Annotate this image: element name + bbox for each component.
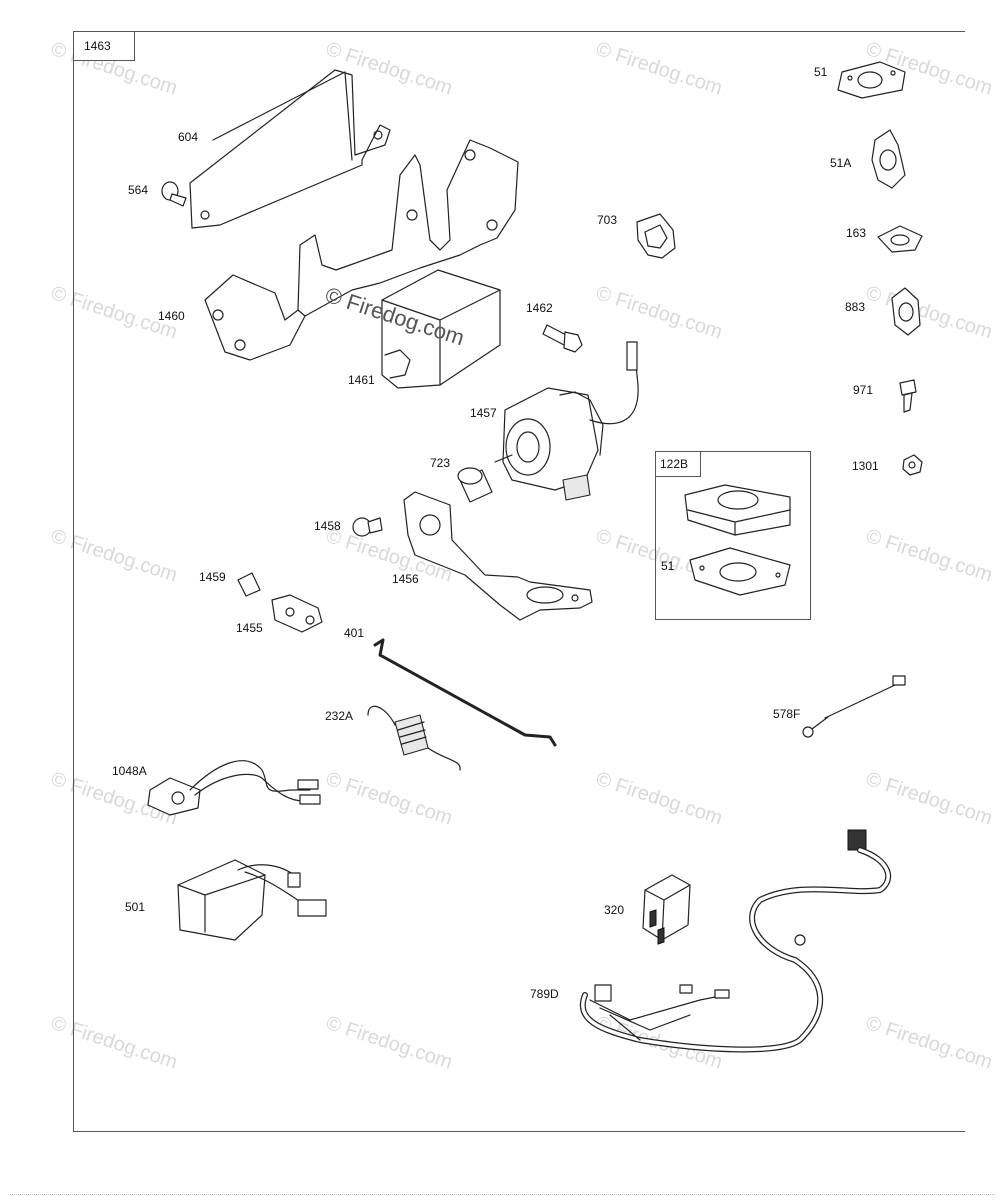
part-51-inset-gasket-icon [689, 547, 791, 596]
part-label: 703 [597, 213, 618, 227]
frame-label-box [73, 31, 135, 61]
part-1459-pin-icon [237, 572, 261, 597]
part-label: 971 [853, 383, 874, 397]
part-label: 1461 [348, 373, 375, 387]
part-320-relay-icon [642, 874, 691, 945]
part-1456-bracket-icon [403, 491, 593, 621]
part-163-gasket-icon [877, 225, 923, 253]
part-label: 51A [830, 156, 852, 170]
part-1301-nut-icon [902, 454, 923, 476]
part-label: 578F [773, 707, 801, 721]
part-label: 163 [846, 226, 867, 240]
part-label: 723 [430, 456, 451, 470]
part-723-spacer-icon [457, 467, 493, 503]
part-883-gasket-icon [891, 287, 921, 336]
frame-label: 1463 [84, 39, 111, 53]
part-604-plate-icon [189, 69, 391, 229]
part-label: 1457 [470, 406, 497, 420]
diagram-frame [73, 31, 965, 1132]
part-label: 1301 [852, 459, 879, 473]
part-789D-harness-icon [580, 829, 892, 1053]
part-label: 51 [814, 65, 828, 79]
part-label: 789D [530, 987, 559, 1001]
part-501-module-icon [177, 859, 327, 941]
part-578F-wire-icon [802, 675, 906, 738]
part-232A-spring-icon [367, 705, 461, 771]
part-51A-gasket-icon [871, 129, 906, 189]
inset-box [655, 451, 811, 620]
part-label: 1455 [236, 621, 263, 635]
part-564-screw-icon [161, 181, 187, 207]
inset-label: 122B [660, 457, 689, 471]
part-51-gasket-icon [837, 61, 906, 99]
part-label: 401 [344, 626, 365, 640]
part-label: 1459 [199, 570, 226, 584]
inset-label-box [655, 451, 701, 477]
part-1460-bracket-icon [204, 139, 519, 361]
part-label: 51 [661, 559, 675, 573]
part-971-bolt-icon [899, 379, 917, 413]
part-1455-plate-icon [271, 594, 323, 633]
bottom-divider [10, 1194, 995, 1196]
part-1462-bolt-icon [542, 324, 583, 353]
part-label: 1462 [526, 301, 553, 315]
part-401-rod-icon [373, 638, 557, 747]
part-label: 883 [845, 300, 866, 314]
part-label: 1458 [314, 519, 341, 533]
part-label: 564 [128, 183, 149, 197]
part-label: 501 [125, 900, 146, 914]
part-122B-spacer-icon [684, 484, 791, 536]
part-1461-block-icon [381, 269, 501, 389]
part-label: 1048A [112, 764, 147, 778]
part-1457-motor-icon [494, 341, 639, 501]
part-label: 1460 [158, 309, 185, 323]
part-703-clip-icon [636, 213, 676, 259]
part-label: 1456 [392, 572, 419, 586]
part-1048A-coil-icon [147, 760, 321, 816]
part-label: 604 [178, 130, 199, 144]
part-1458-screw-icon [352, 517, 383, 537]
part-label: 232A [325, 709, 354, 723]
part-label: 320 [604, 903, 625, 917]
